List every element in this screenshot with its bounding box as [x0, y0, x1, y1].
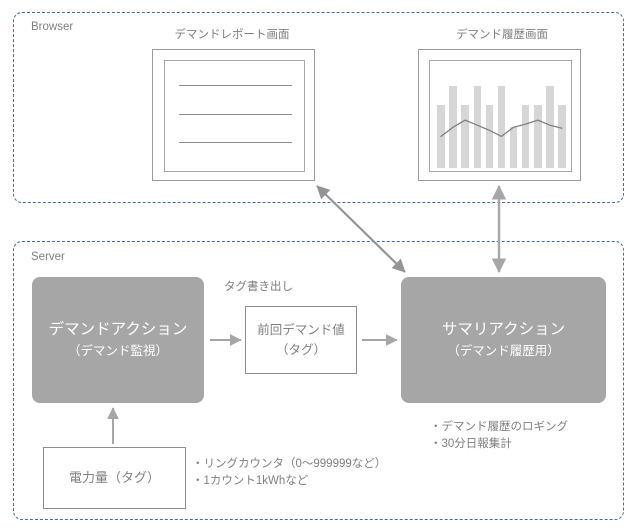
power-amount-tag-label: 電力量（タグ） — [68, 470, 160, 485]
history-bar — [473, 86, 482, 168]
history-bar — [558, 104, 566, 168]
demand-report-screen-body — [164, 60, 305, 172]
report-text-line — [179, 142, 292, 143]
power-amount-tag-box: 電力量（タグ） — [43, 447, 186, 509]
demand-history-chart — [435, 66, 568, 168]
summary-action-box: サマリアクション （デマンド履歴用） — [401, 277, 606, 403]
summary-notes-annotation: ・デマンド履歴のロギング ・30分日報集計 — [430, 419, 568, 453]
history-bar — [509, 127, 518, 168]
report-text-line — [179, 114, 292, 115]
prev-demand-tag-sublabel: （タグ） — [275, 343, 326, 357]
history-bar — [546, 86, 554, 168]
history-bar — [461, 104, 469, 168]
history-bar — [497, 86, 506, 168]
demand-history-screen-caption: デマンド履歴画面 — [456, 29, 548, 41]
power-note-item: ・リングカウンタ（0〜999999など） — [192, 458, 387, 470]
report-text-line — [179, 85, 292, 86]
prev-demand-tag-label: 前回デマンド値 — [257, 323, 345, 337]
power-note-item: ・1カウント1kWhなど — [192, 475, 309, 487]
demand-history-screen-body — [429, 60, 572, 172]
demand-report-screen — [152, 49, 315, 181]
prev-demand-tag-box: 前回デマンド値 （タグ） — [245, 306, 357, 374]
demand-report-screen-caption: デマンドレポート画面 — [174, 29, 290, 41]
demand-action-box: デマンドアクション （デマンド監視） — [32, 277, 204, 403]
history-bar — [521, 104, 530, 168]
summary-action-title: サマリアクション — [441, 321, 566, 338]
power-notes-annotation: ・リングカウンタ（0〜999999など） ・1カウント1kWhなど — [192, 456, 386, 490]
tag-write-annotation: タグ書き出し — [224, 281, 293, 293]
summary-note-item: ・30分日報集計 — [430, 438, 512, 450]
browser-zone-label: Browser — [31, 21, 74, 33]
demand-history-average-line — [440, 119, 563, 138]
server-zone-label: Server — [31, 251, 65, 263]
history-bar — [485, 104, 494, 168]
demand-action-title: デマンドアクション — [48, 321, 188, 338]
history-bar — [534, 104, 542, 168]
demand-history-screen — [418, 49, 581, 181]
summary-note-item: ・デマンド履歴のロギング — [430, 421, 568, 433]
summary-action-subtitle: （デマンド履歴用） — [447, 344, 560, 358]
demand-action-subtitle: （デマンド監視） — [67, 344, 168, 358]
